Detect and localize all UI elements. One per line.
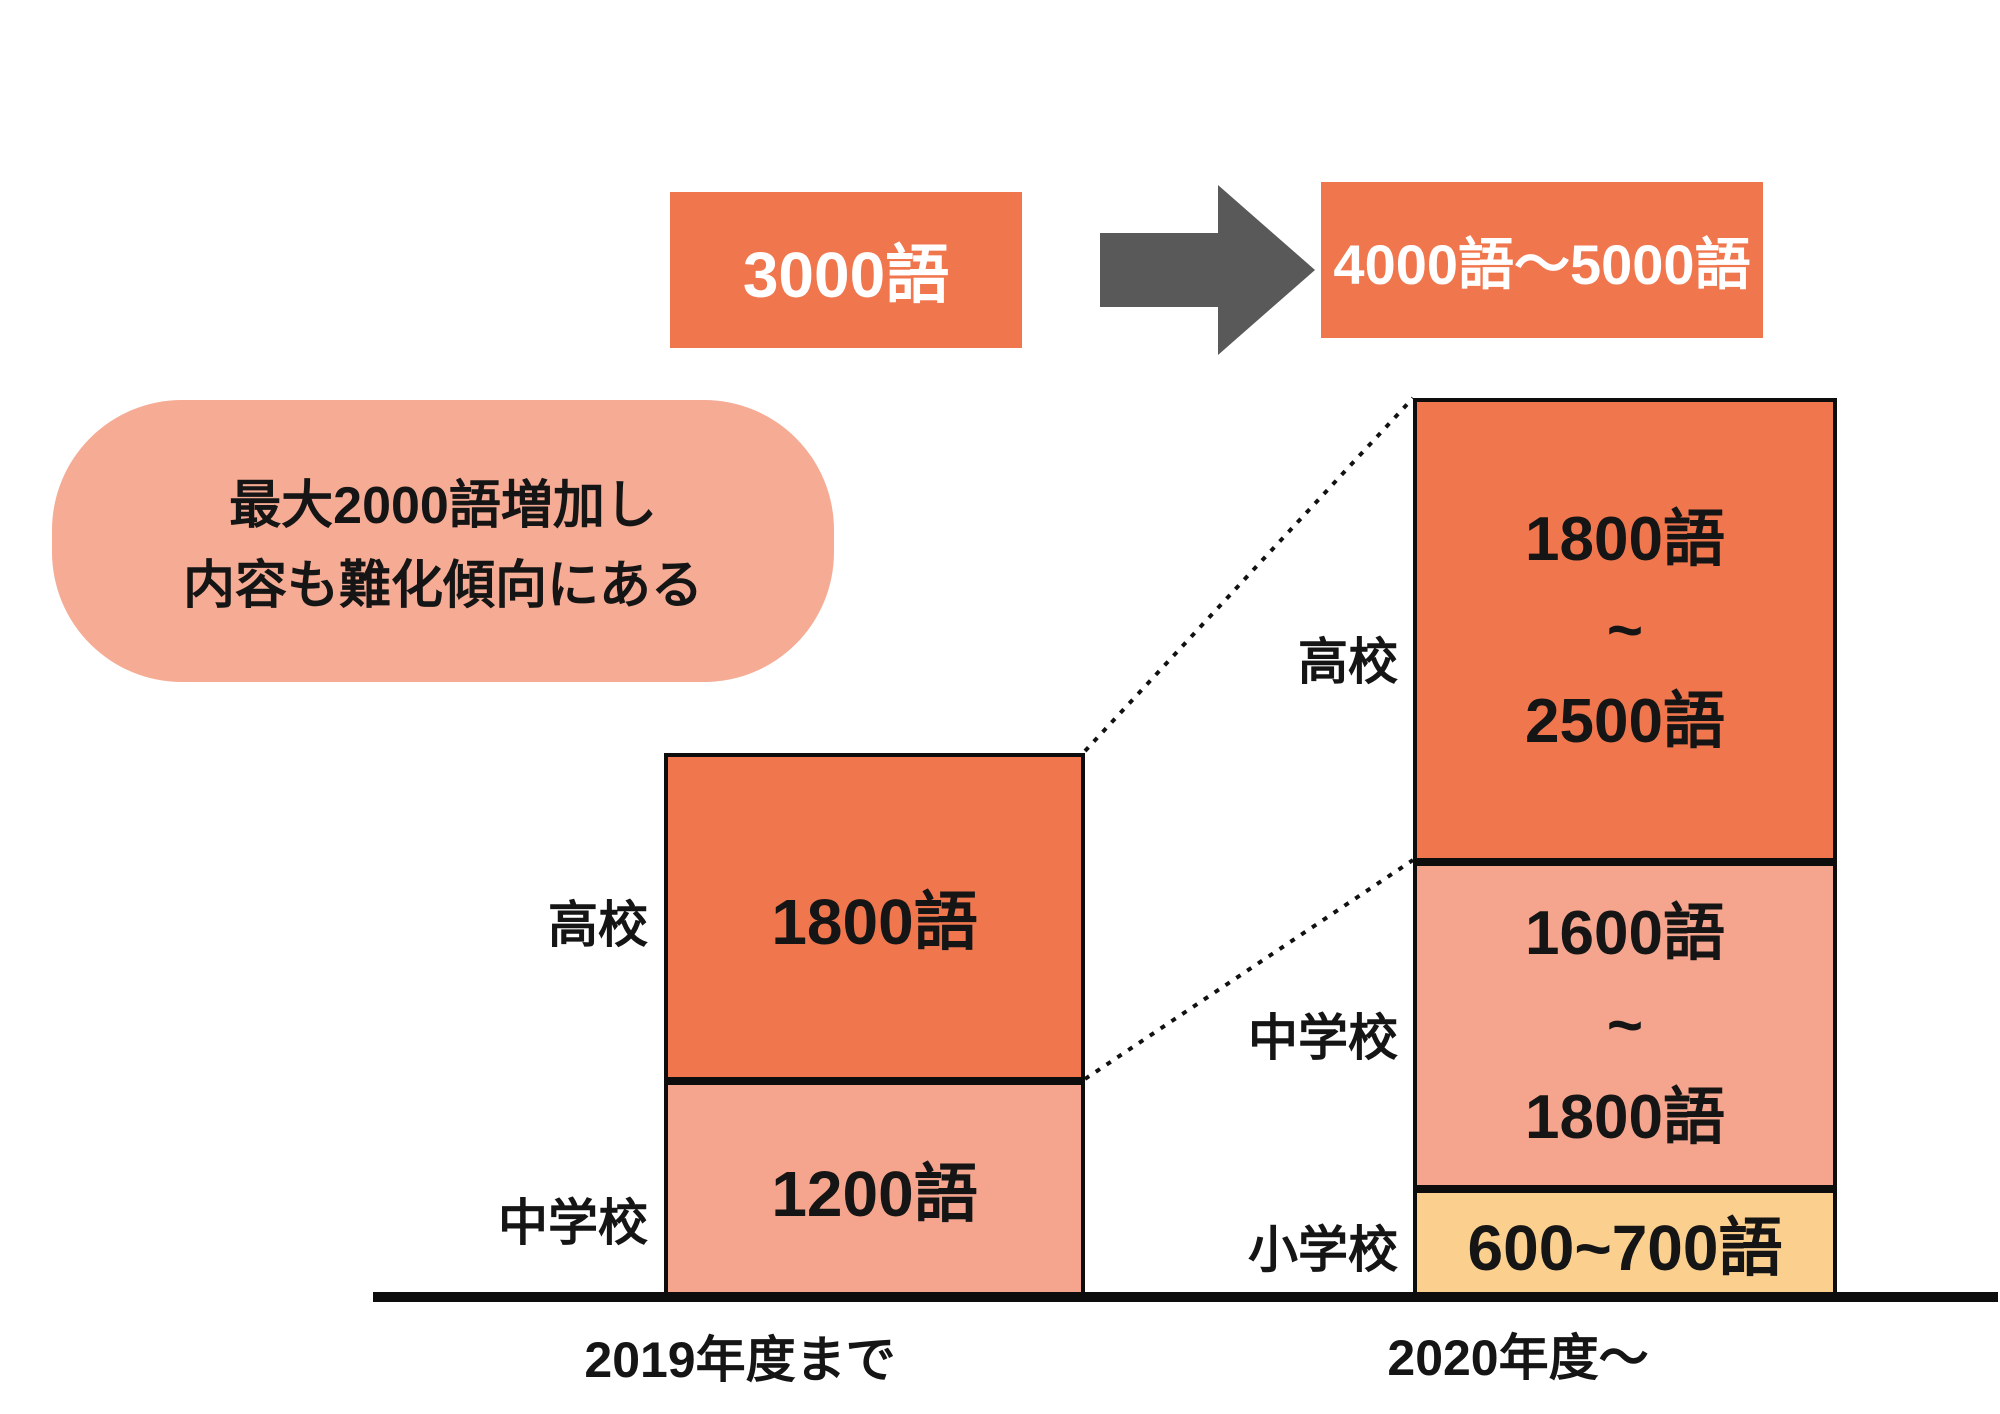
bar-2019-highschool-value: 1800語	[771, 886, 978, 958]
label-2020-elementary: 小学校	[1248, 1222, 1398, 1278]
total-before-label: 3000語	[742, 239, 950, 311]
bar-2019-highschool-segment: 1800語	[664, 753, 1085, 1081]
bar-2020-juniorhigh-segment: 1600語 ~ 1800語	[1413, 862, 1837, 1189]
callout-line1: 最大2000語増加し	[229, 477, 657, 535]
bar-2020-highschool-segment: 1800語 ~ 2500語	[1413, 398, 1837, 862]
right-arrow-icon	[1100, 185, 1315, 355]
label-2019-juniorhigh: 中学校	[498, 1195, 648, 1251]
total-after-label: 4000語〜5000語	[1333, 232, 1751, 296]
axis-baseline	[373, 1292, 1998, 1302]
bar-2020-highschool-value-min: 1800語	[1525, 504, 1725, 574]
bar-2020-juniorhigh-value-min: 1600語	[1525, 898, 1725, 968]
bar-2020-highschool-value-max: 2500語	[1525, 686, 1725, 756]
axis-label-2020: 2020年度〜	[1387, 1330, 1649, 1386]
total-before-box: 3000語	[670, 192, 1022, 348]
label-2020-highschool: 高校	[1298, 634, 1398, 690]
bar-2020-elementary-segment: 600~700語	[1413, 1189, 1837, 1296]
total-after-box: 4000語〜5000語	[1321, 182, 1763, 338]
axis-label-2019: 2019年度まで	[584, 1332, 896, 1388]
bar-2019-juniorhigh-value: 1200語	[771, 1157, 978, 1230]
callout-line2: 内容も難化傾向にある	[182, 557, 703, 615]
label-2020-juniorhigh: 中学校	[1248, 1010, 1398, 1066]
bar-2020-juniorhigh-tilde: ~	[1606, 990, 1644, 1060]
bar-2019-juniorhigh-segment: 1200語	[664, 1081, 1085, 1296]
bar-2020-elementary-value: 600~700語	[1467, 1211, 1783, 1284]
bar-2020-highschool-tilde: ~	[1606, 595, 1644, 665]
connector-line-middle	[1083, 858, 1415, 1081]
bar-2020-juniorhigh-value-max: 1800語	[1525, 1082, 1725, 1152]
label-2019-highschool: 高校	[548, 897, 648, 953]
connector-line-top	[1083, 396, 1415, 753]
callout-bubble: 最大2000語増加し 内容も難化傾向にある	[52, 400, 834, 682]
